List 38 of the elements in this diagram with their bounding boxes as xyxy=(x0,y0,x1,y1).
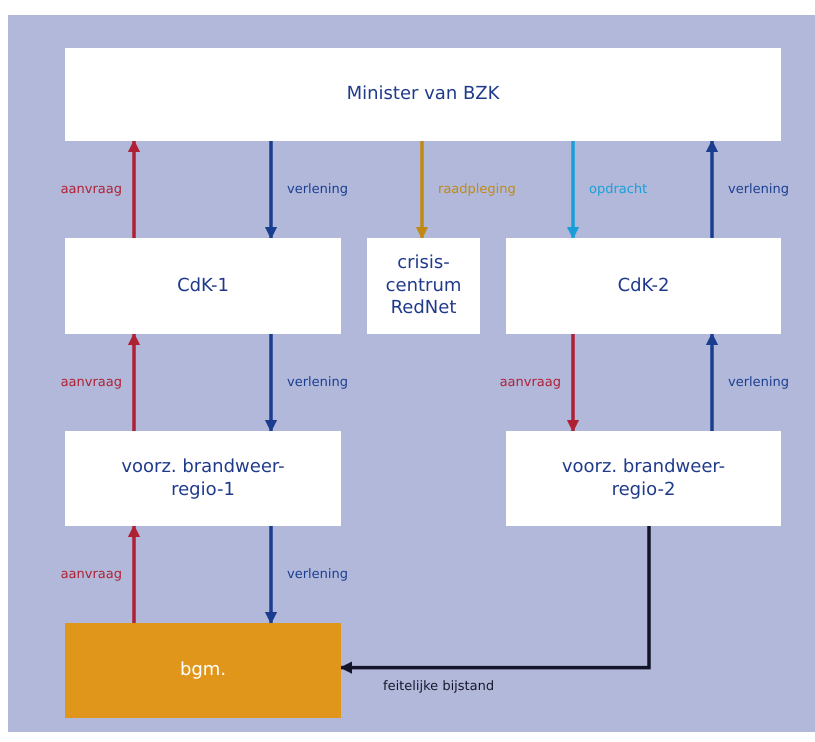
arrow xyxy=(264,141,278,240)
arrow xyxy=(566,141,580,240)
node-label: Minister van BZK xyxy=(346,83,500,106)
edge-label: verlening xyxy=(287,182,348,198)
arrow xyxy=(128,140,140,238)
arrow xyxy=(706,140,718,238)
arrow xyxy=(340,526,651,674)
edge-label: feitelijke bijstand xyxy=(383,678,494,695)
org-box xyxy=(65,238,341,334)
arrow xyxy=(128,332,140,431)
arrow xyxy=(706,332,718,431)
edge-label: verlening xyxy=(728,182,789,198)
node-label: CdK-2 xyxy=(618,274,670,298)
org-box xyxy=(65,48,781,141)
arrow xyxy=(566,334,580,432)
edge-label: verlening xyxy=(287,374,348,390)
org-box xyxy=(65,431,341,526)
node-label: bgm. xyxy=(180,659,226,682)
edge-label: aanvraag xyxy=(500,374,561,390)
node-label: voorz. brandweer-regio-2 xyxy=(560,456,726,501)
edge-label: raadpleging xyxy=(438,182,516,198)
org-box xyxy=(65,623,341,718)
edge-label: aanvraag xyxy=(60,374,122,390)
arrow xyxy=(264,334,278,432)
edge-label: verlening xyxy=(728,374,789,390)
arrow xyxy=(416,141,428,240)
arrow xyxy=(128,524,140,623)
node-label: CdK-1 xyxy=(177,274,229,298)
org-box xyxy=(506,238,781,334)
edge-label: aanvraag xyxy=(60,566,122,582)
arrow xyxy=(264,526,278,624)
edge-label: aanvraag xyxy=(60,182,122,198)
org-box xyxy=(506,431,781,526)
node-label: voorz. brandweer-regio-1 xyxy=(120,456,286,501)
org-box xyxy=(367,238,480,334)
edge-label: verlening xyxy=(287,566,348,582)
node-label: crisis-centrum RedNet xyxy=(384,252,462,320)
edge-label: opdracht xyxy=(589,182,648,198)
